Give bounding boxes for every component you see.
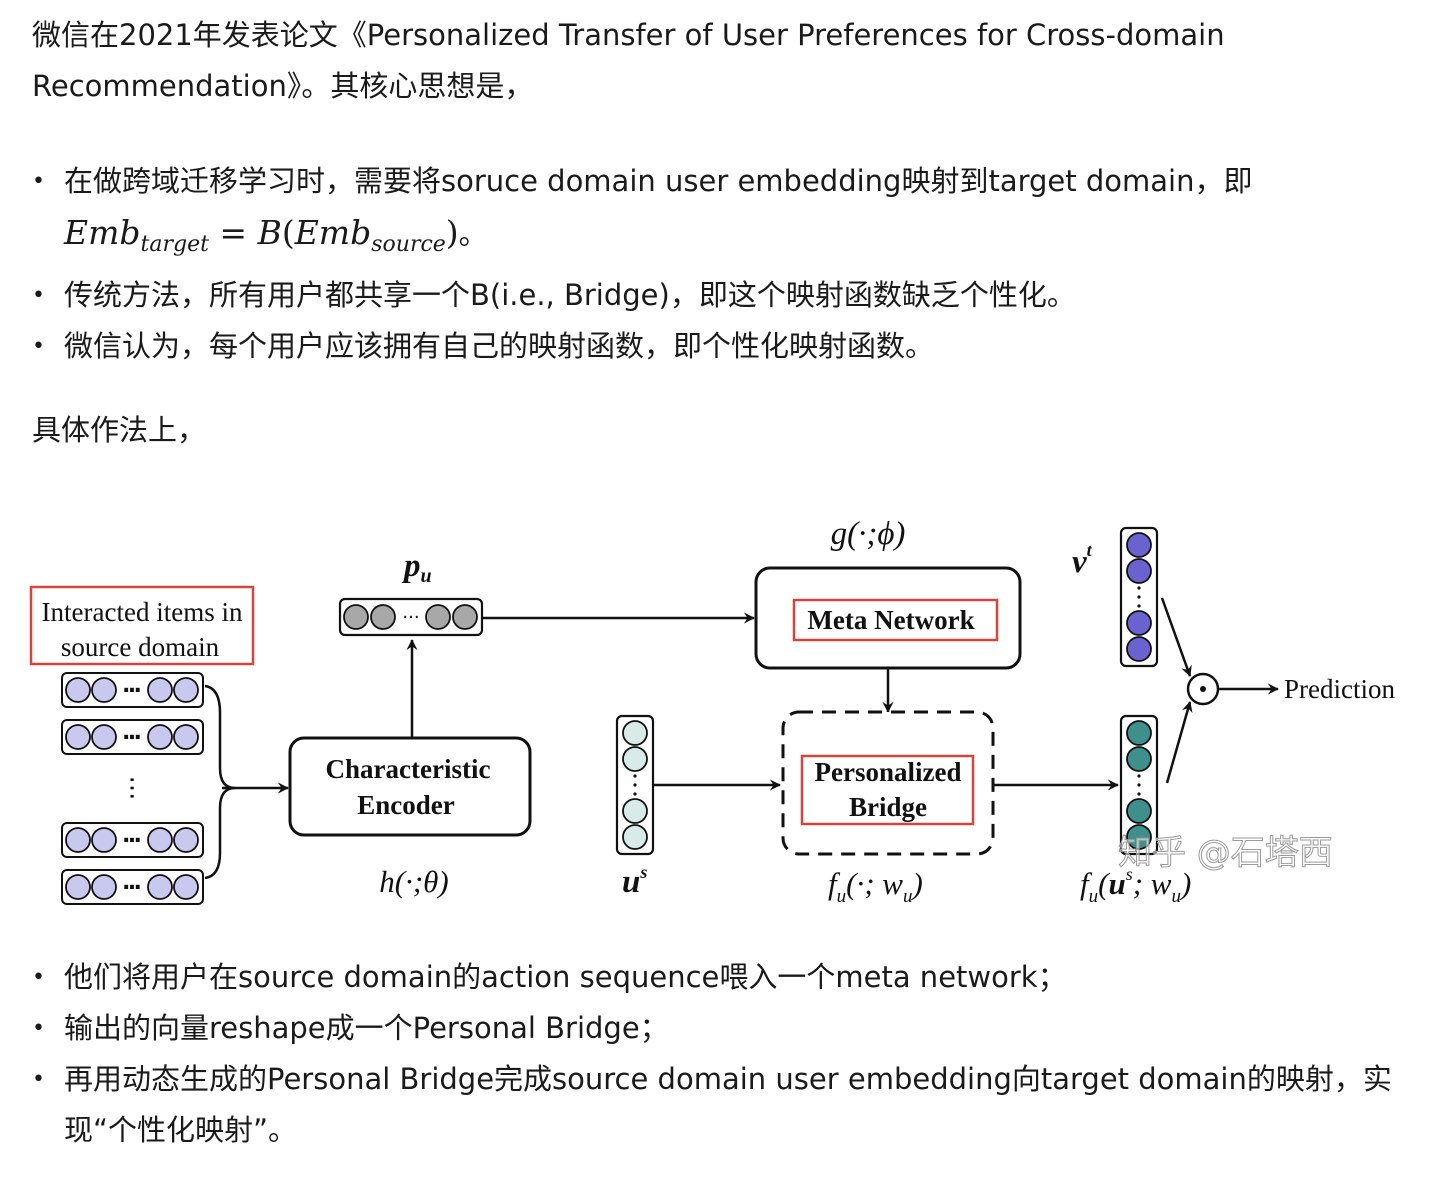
pu-vector: ··· xyxy=(338,597,484,637)
personalized-bridge-box xyxy=(781,710,995,856)
ellipsis: ··· xyxy=(123,727,140,748)
ellipsis: ··· xyxy=(123,830,140,851)
list-item: 传统方法，所有用户都共享一个B(i.e., Bridge)，即这个映射函数缺乏个… xyxy=(32,270,1252,321)
embedding-cell xyxy=(343,604,369,630)
embedding-cell xyxy=(370,604,396,630)
bullet-list-bottom: 他们将用户在source domain的action sequence喂入一个m… xyxy=(32,952,1402,1156)
bridge-function: fu(·; wu) xyxy=(828,866,923,907)
embedding-cell xyxy=(147,677,173,703)
encoder-line-2: Encoder xyxy=(357,790,455,820)
list-item: 输出的向量reshape成一个Personal Bridge； xyxy=(32,1003,1402,1054)
embedding-cell xyxy=(65,677,91,703)
meta-network-label-box xyxy=(792,598,999,642)
items-box-border xyxy=(29,585,255,666)
embedding-cell xyxy=(147,874,173,900)
embedding-cell xyxy=(1126,824,1152,850)
items-box-line-1: Interacted items in xyxy=(42,597,243,627)
dot-product-center xyxy=(1200,686,1206,692)
formula: Embtarget = B(Embsource) xyxy=(64,213,459,257)
ellipsis: ··· xyxy=(123,877,140,898)
pu-label: pu xyxy=(401,548,432,587)
embedding-cell xyxy=(452,604,478,630)
embedding-cell xyxy=(1126,746,1152,772)
embedding-cell xyxy=(91,677,117,703)
intro-line-1: 微信在2021年发表论文《Personalized Transfer of Us… xyxy=(32,18,1225,52)
bridge-line-1: Personalized xyxy=(815,757,962,787)
intro-line-2: Recommendation》。其核心思想是， xyxy=(32,69,534,103)
list-item: 他们将用户在source domain的action sequence喂入一个m… xyxy=(32,952,1402,1003)
ellipsis-dot xyxy=(1137,604,1141,608)
ellipsis-dot xyxy=(633,783,637,787)
ellipsis: ··· xyxy=(402,607,419,628)
ellipsis-dot xyxy=(1137,774,1141,778)
characteristic-encoder-box xyxy=(288,736,532,837)
embedding-cell xyxy=(173,677,199,703)
bridge-label-box xyxy=(800,754,975,826)
ellipsis-dot xyxy=(633,774,637,778)
embedding-cell xyxy=(622,824,648,850)
embedding-cell xyxy=(91,874,117,900)
meta-function: g(·;ϕ) xyxy=(831,516,906,552)
method-heading: 具体作法上， xyxy=(32,413,207,447)
embedding-cell xyxy=(622,720,648,746)
items-box-line-2: source domain xyxy=(61,632,220,662)
intro-paragraph: 微信在2021年发表论文《Personalized Transfer of Us… xyxy=(32,10,1225,112)
embedding-cell xyxy=(147,724,173,750)
vertical-ellipsis: ··· xyxy=(116,776,146,801)
embedding-cell xyxy=(1126,558,1152,584)
embedding-cell xyxy=(173,827,199,853)
list-item: 再用动态生成的Personal Bridge完成source domain us… xyxy=(32,1054,1402,1156)
embedding-cell xyxy=(1126,798,1152,824)
list-item: 在做跨域迁移学习时，需要将soruce domain user embeddin… xyxy=(32,156,1252,270)
vt-label: vt xyxy=(1072,540,1093,580)
embedding-cell xyxy=(91,724,117,750)
arrow-out-to-dot xyxy=(1165,701,1193,784)
embedding-cell xyxy=(173,724,199,750)
us-vector xyxy=(615,714,655,856)
encoder-line-1: Characteristic xyxy=(326,754,491,784)
architecture-diagram: Interacted items in source domain ······… xyxy=(29,516,1395,907)
embedding-cell xyxy=(1126,610,1152,636)
vt-vector xyxy=(1119,526,1159,668)
ellipsis-dot xyxy=(633,792,637,796)
meta-network-label: Meta Network xyxy=(807,605,974,635)
sequence-bracket xyxy=(204,684,236,880)
embedding-cell xyxy=(147,827,173,853)
embedding-cell xyxy=(1126,720,1152,746)
embedding-cell xyxy=(65,724,91,750)
encoder-function: h(·;θ) xyxy=(379,864,448,899)
ellipsis-dot xyxy=(1137,783,1141,787)
output-vector xyxy=(1119,714,1159,856)
arrow-vt-to-dot xyxy=(1160,597,1192,677)
embedding-cell xyxy=(91,827,117,853)
ellipsis-dot xyxy=(1137,595,1141,599)
embedding-cell xyxy=(622,798,648,824)
ellipsis-dot xyxy=(1137,586,1141,590)
embedding-cell xyxy=(65,827,91,853)
embedding-cell xyxy=(1126,532,1152,558)
ellipsis-dot xyxy=(1137,792,1141,796)
embedding-cell xyxy=(425,604,451,630)
embedding-cell xyxy=(65,874,91,900)
item-sequences: ··· ··· ··· ··· xyxy=(61,672,204,905)
bullet-list-top: 在做跨域迁移学习时，需要将soruce domain user embeddin… xyxy=(32,156,1252,372)
embedding-cell xyxy=(622,746,648,772)
list-item: 微信认为，每个用户应该拥有自己的映射函数，即个性化映射函数。 xyxy=(32,321,1252,372)
prediction-label: Prediction xyxy=(1284,674,1395,704)
us-label: us xyxy=(622,862,647,900)
watermark: 知乎 @石塔西 xyxy=(1118,833,1333,873)
embedding-cell xyxy=(1126,636,1152,662)
bridge-line-2: Bridge xyxy=(849,792,927,822)
ellipsis: ··· xyxy=(123,680,140,701)
embedding-cell xyxy=(173,874,199,900)
